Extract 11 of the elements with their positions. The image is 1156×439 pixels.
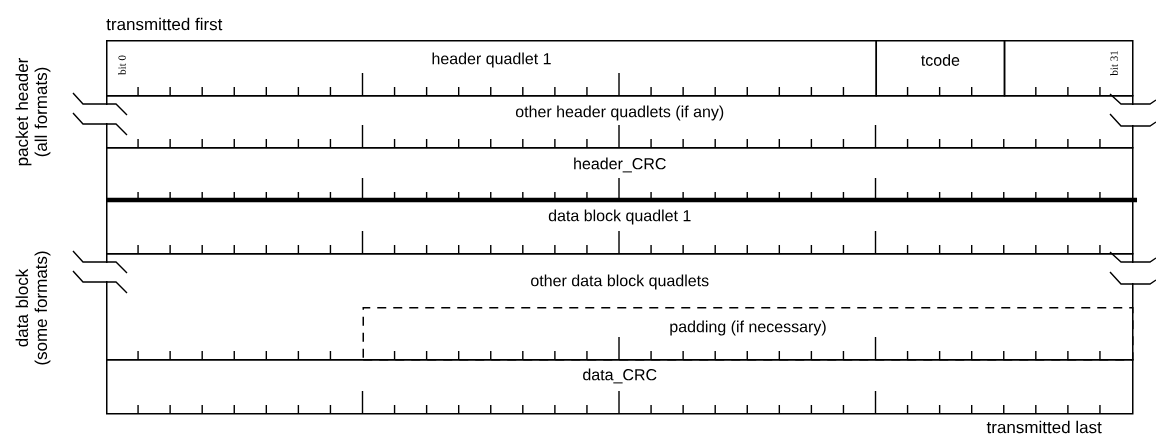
- field-box: padding (if necessary): [362, 307, 1134, 361]
- side-label: packet header (all formats): [15, 57, 51, 166]
- field-box: [1003, 40, 1134, 97]
- field-box: data block quadlet 1: [106, 200, 1134, 255]
- field-box: data_CRC: [106, 359, 1134, 415]
- field-box: tcode: [875, 40, 1006, 97]
- side-label: data block (some formats): [15, 251, 51, 365]
- field-box: other header quadlets (if any): [106, 95, 1134, 149]
- bit-label: bit 31: [1110, 51, 1118, 76]
- bit-label: bit 0: [118, 55, 126, 75]
- field-box: header_CRC: [106, 147, 1134, 202]
